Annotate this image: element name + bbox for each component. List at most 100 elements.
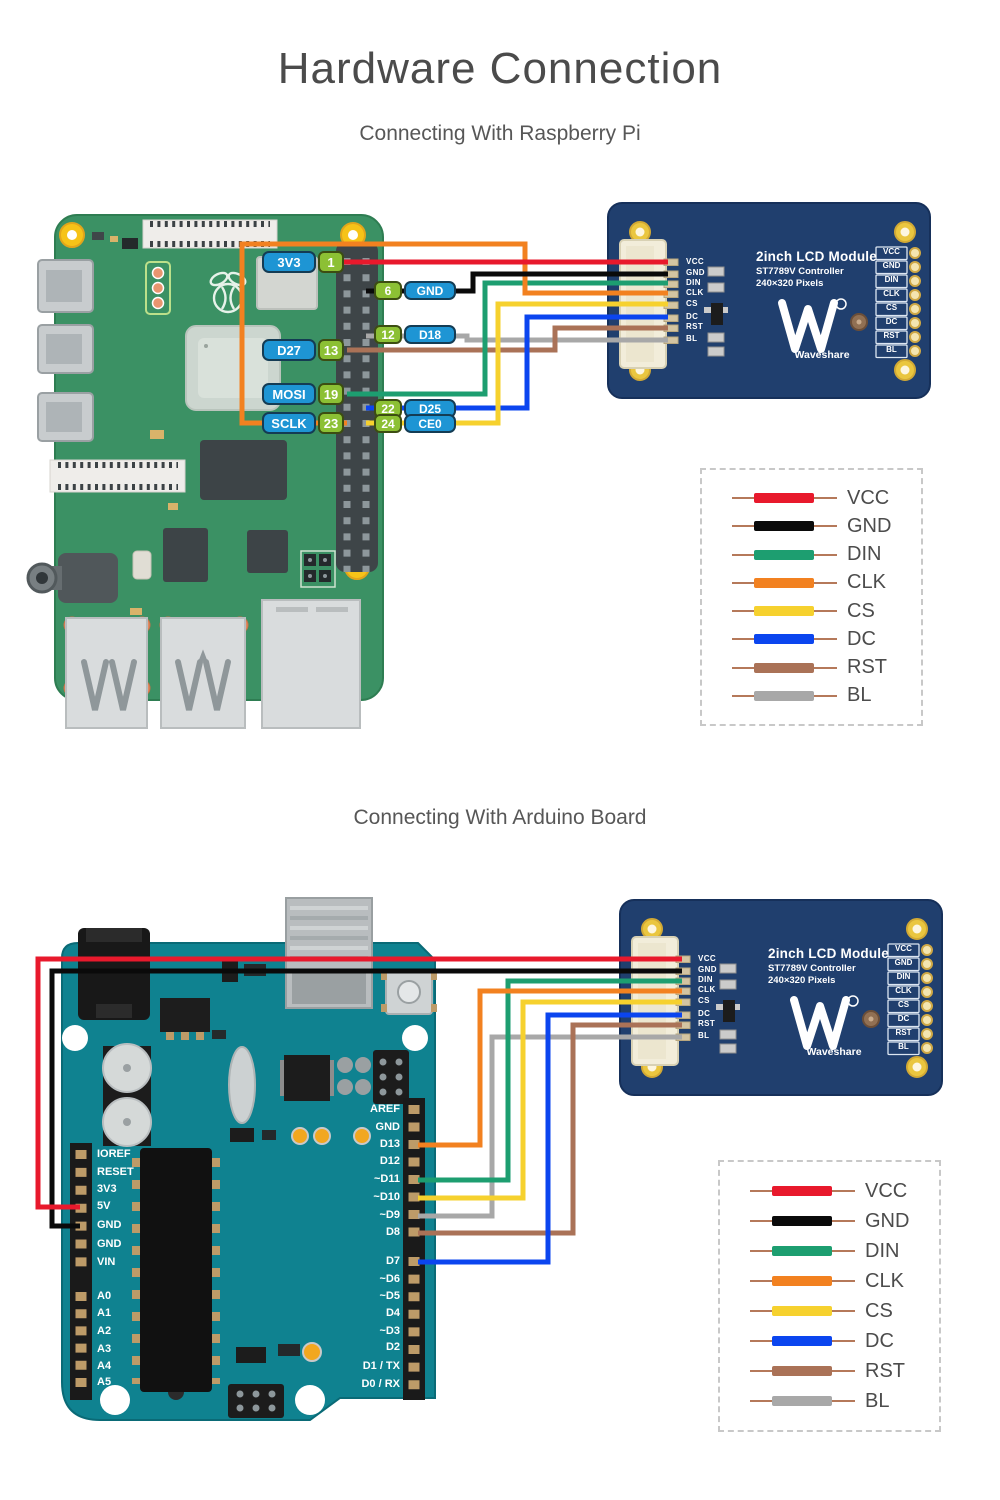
legend-row-rst: RST: [732, 655, 911, 681]
lcd2-pad-clk: CLK: [895, 986, 912, 995]
pin-number: 24: [374, 414, 402, 433]
lcd2-pin-gnd: GND: [698, 965, 717, 974]
arduino-label-d6: ~D6: [379, 1273, 401, 1285]
pin-label: 3V3: [262, 251, 316, 273]
legend-row-bl: BL: [732, 683, 911, 709]
legend-label: CLK: [865, 1269, 904, 1292]
lcd2-pin-clk: CLK: [698, 985, 716, 994]
arduino-usb-connector: [285, 897, 373, 1009]
legend-label: DIN: [847, 543, 882, 566]
rpi-crystal: [132, 550, 152, 580]
pin-number: 13: [318, 339, 344, 361]
wire-rst-rpi: [347, 325, 668, 353]
rpi-ethernet-port: [261, 599, 361, 729]
rpi-pin-mosi: MOSI 19: [262, 383, 344, 405]
arduino-board: [61, 897, 437, 1421]
legend-label: VCC: [847, 486, 890, 509]
arduino-smd-mcu: [280, 1055, 371, 1101]
lcd1-pad-clk: CLK: [883, 289, 900, 298]
lcd1-pad-gnd: GND: [882, 261, 901, 270]
rpi-pin-d27: D27 13: [262, 339, 344, 361]
lcd2-pin-cs: CS: [698, 996, 710, 1005]
legend-label: DC: [847, 627, 876, 650]
legend-rpi: VCC GND DIN CLK CS DC RST BL: [700, 468, 923, 726]
arduino-capacitors: [102, 1043, 152, 1147]
lcd2-pin-bl: BL: [698, 1031, 710, 1040]
rpi-pin-d18: 12 D18: [374, 325, 456, 344]
lcd2-pin-din: DIN: [698, 975, 713, 984]
pin-label: D18: [404, 325, 456, 344]
arduino-leds: [230, 1127, 371, 1145]
pin-label: CE0: [404, 414, 456, 433]
wire-bl-arduino: [418, 1034, 682, 1219]
wire-swatch-din: [732, 549, 837, 560]
arduino-label-d11: ~D11: [374, 1173, 400, 1185]
arduino-label-3v3: 3V3: [97, 1183, 117, 1195]
lcd1-pin-clk: CLK: [686, 288, 704, 297]
lcd1-pad-bl: BL: [886, 345, 897, 354]
rpi-pin-sclk: SCLK 23: [262, 412, 344, 434]
arduino-label-a5: A5: [97, 1376, 112, 1388]
arduino-digital-header: [403, 1098, 425, 1400]
legend-label: CS: [847, 599, 875, 622]
legend-row-din: DIN: [750, 1238, 929, 1264]
lcd1-pin-vcc: VCC: [686, 257, 705, 266]
arduino-label-a0: A0: [97, 1290, 112, 1302]
legend-row-vcc: VCC: [750, 1178, 929, 1204]
legend-label: VCC: [865, 1179, 908, 1202]
legend-row-vcc: VCC: [732, 485, 911, 511]
lcd2-pad-gnd: GND: [894, 958, 913, 967]
lcd1-pin-rst: RST: [686, 322, 704, 331]
wire-swatch-dc: [732, 634, 837, 645]
lcd1-brand: Waveshare: [794, 349, 850, 361]
arduino-label-d3: ~D3: [379, 1325, 401, 1337]
lcd2-pad-vcc: VCC: [895, 944, 912, 953]
legend-label: DC: [865, 1329, 894, 1352]
legend-row-gnd: GND: [750, 1208, 929, 1234]
lcd2-controller: ST7789V Controller: [768, 963, 856, 974]
rpi-chip-3: [247, 530, 288, 573]
lcd2-title: 2inch LCD Module: [768, 946, 889, 961]
lcd1-controller: ST7789V Controller: [756, 266, 844, 277]
subtitle-arduino: Connecting With Arduino Board: [353, 806, 647, 829]
lcd1-resolution: 240×320 Pixels: [756, 278, 824, 289]
arduino-label-d1tx: D1 / TX: [362, 1360, 400, 1372]
lcd2-pad-rst: RST: [895, 1028, 912, 1037]
pin-label: MOSI: [262, 383, 316, 405]
rpi-usb-micro-port-1: [37, 324, 94, 374]
lcd1-pin-dc: DC: [686, 312, 699, 321]
legend-row-cs: CS: [750, 1298, 929, 1324]
legend-label: BL: [847, 684, 872, 707]
raspberry-pi-board: [26, 214, 384, 729]
legend-row-gnd: GND: [732, 513, 911, 539]
arduino-mounting-holes: [62, 1025, 428, 1415]
legend-label: RST: [865, 1359, 905, 1382]
legend-row-bl: BL: [750, 1388, 929, 1414]
lcd-module-rpi: [608, 203, 930, 398]
rpi-usb-port-1: [63, 616, 151, 729]
legend-row-cs: CS: [732, 598, 911, 624]
arduino-label-d12: D12: [379, 1155, 400, 1167]
lcd1-pad-cs: CS: [885, 303, 898, 312]
pin-number: 6: [374, 281, 402, 300]
wire-swatch-rst: [750, 1366, 855, 1376]
arduino-power-jack: [78, 928, 150, 1020]
arduino-label-aref: AREF: [370, 1103, 400, 1115]
arduino-label-d2: D2: [385, 1341, 400, 1353]
legend-row-clk: CLK: [732, 570, 911, 596]
legend-row-clk: CLK: [750, 1268, 929, 1294]
rpi-chip-1: [200, 440, 287, 500]
arduino-reset-button: [381, 969, 437, 1015]
lcd1-pin-cs: CS: [686, 299, 698, 308]
arduino-label-a4: A4: [97, 1360, 112, 1372]
wire-swatch-clk: [732, 577, 837, 588]
wire-swatch-bl: [750, 1396, 855, 1406]
legend-label: GND: [865, 1209, 910, 1232]
legend-label: BL: [865, 1389, 890, 1412]
rpi-pogo-pads: [145, 261, 171, 315]
rpi-display-connector: [49, 459, 186, 493]
arduino-label-ioref: IOREF: [97, 1148, 131, 1160]
wire-dc-arduino: [418, 1012, 682, 1265]
arduino-label-d4: D4: [385, 1307, 400, 1319]
lcd1-pin-din: DIN: [686, 278, 701, 287]
